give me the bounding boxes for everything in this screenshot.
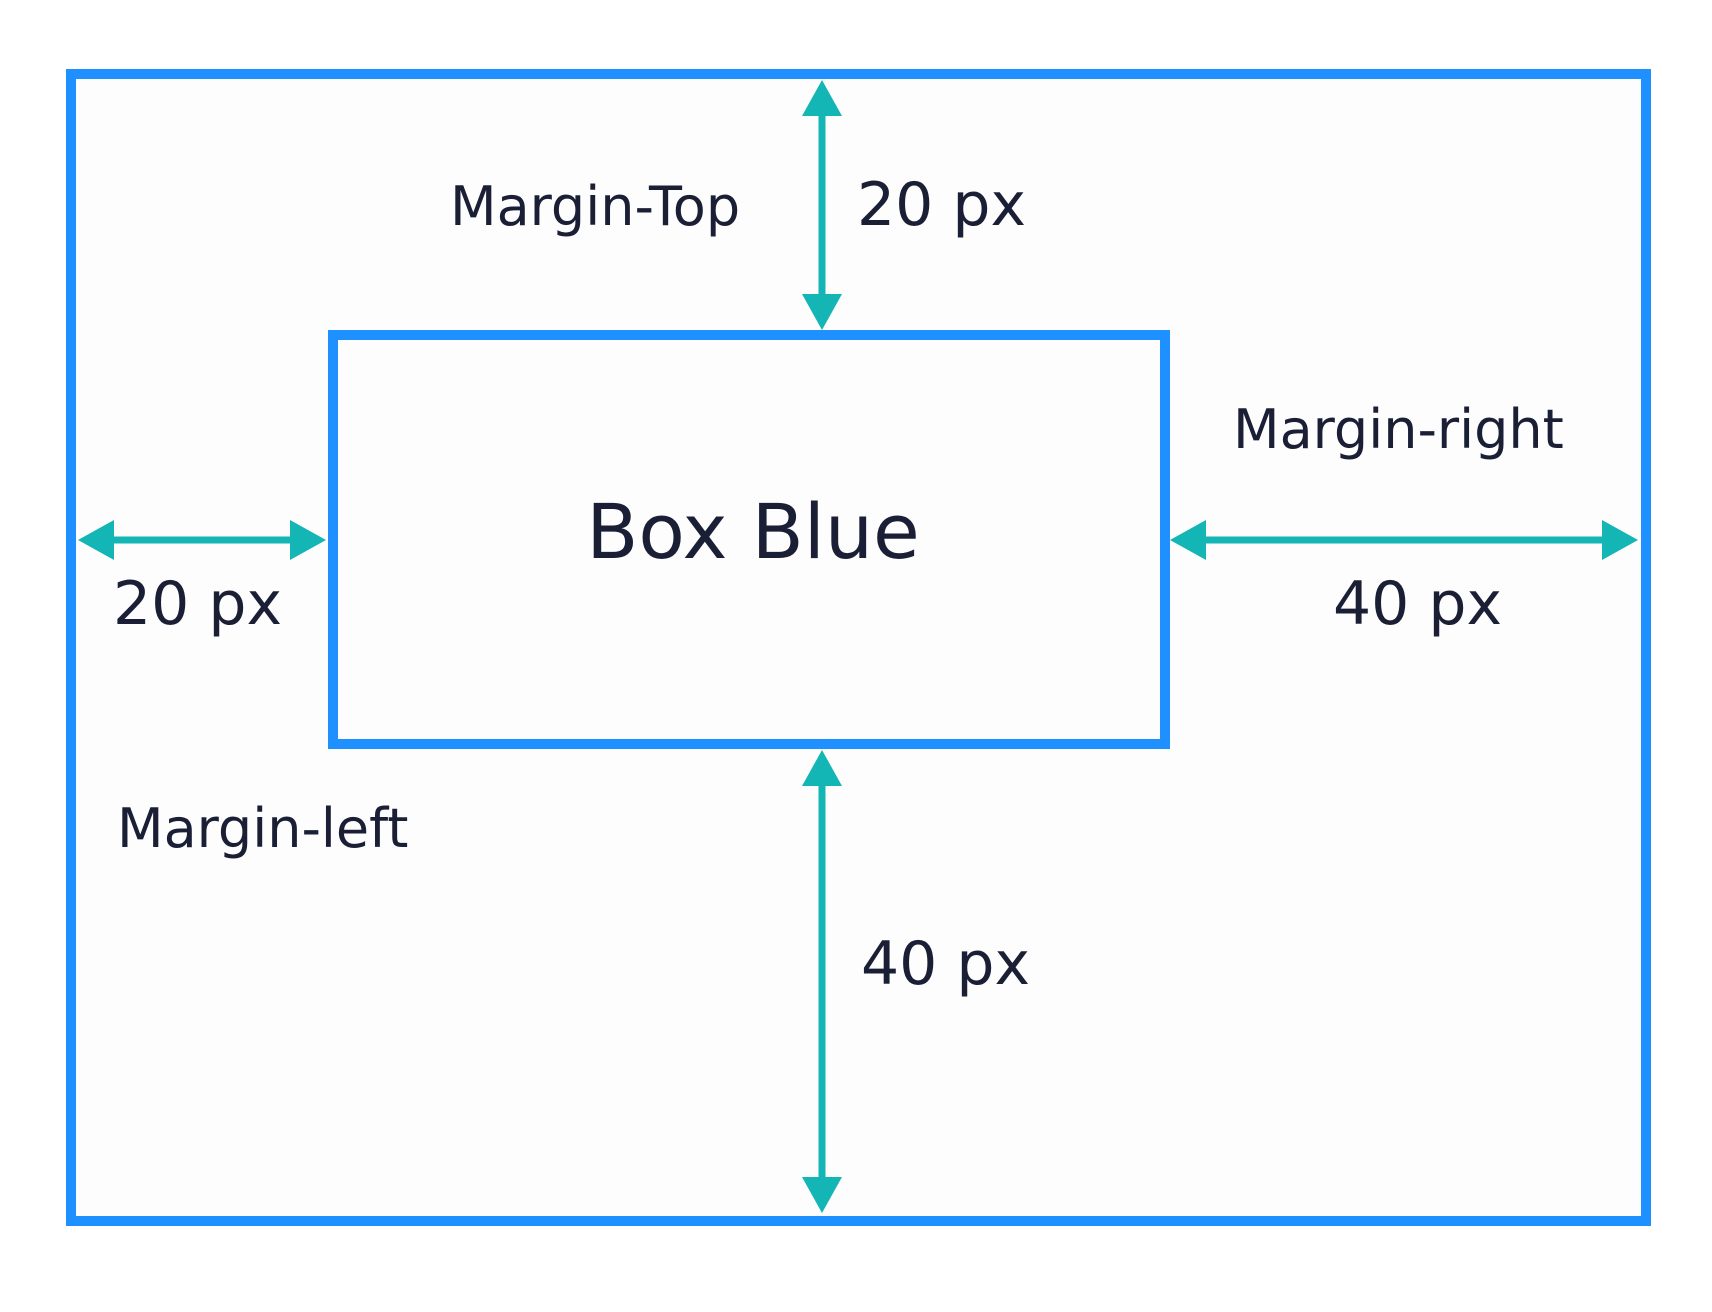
margin-right-arrow [1170, 520, 1638, 560]
margin-left-label: Margin-left [117, 797, 408, 860]
inner-box-label: Box Blue [586, 487, 920, 576]
margin-top-value: 20 px [857, 170, 1026, 240]
margin-top-label: Margin-Top [450, 175, 740, 238]
margin-bottom-value: 40 px [861, 929, 1030, 999]
inner-box-border [328, 330, 1170, 749]
margin-bottom-arrow [802, 750, 842, 1213]
margin-left-value: 20 px [113, 569, 282, 639]
margin-right-value: 40 px [1333, 569, 1502, 639]
margin-right-label: Margin-right [1233, 398, 1564, 461]
margin-top-arrow [802, 80, 842, 330]
margin-left-arrow [78, 520, 326, 560]
